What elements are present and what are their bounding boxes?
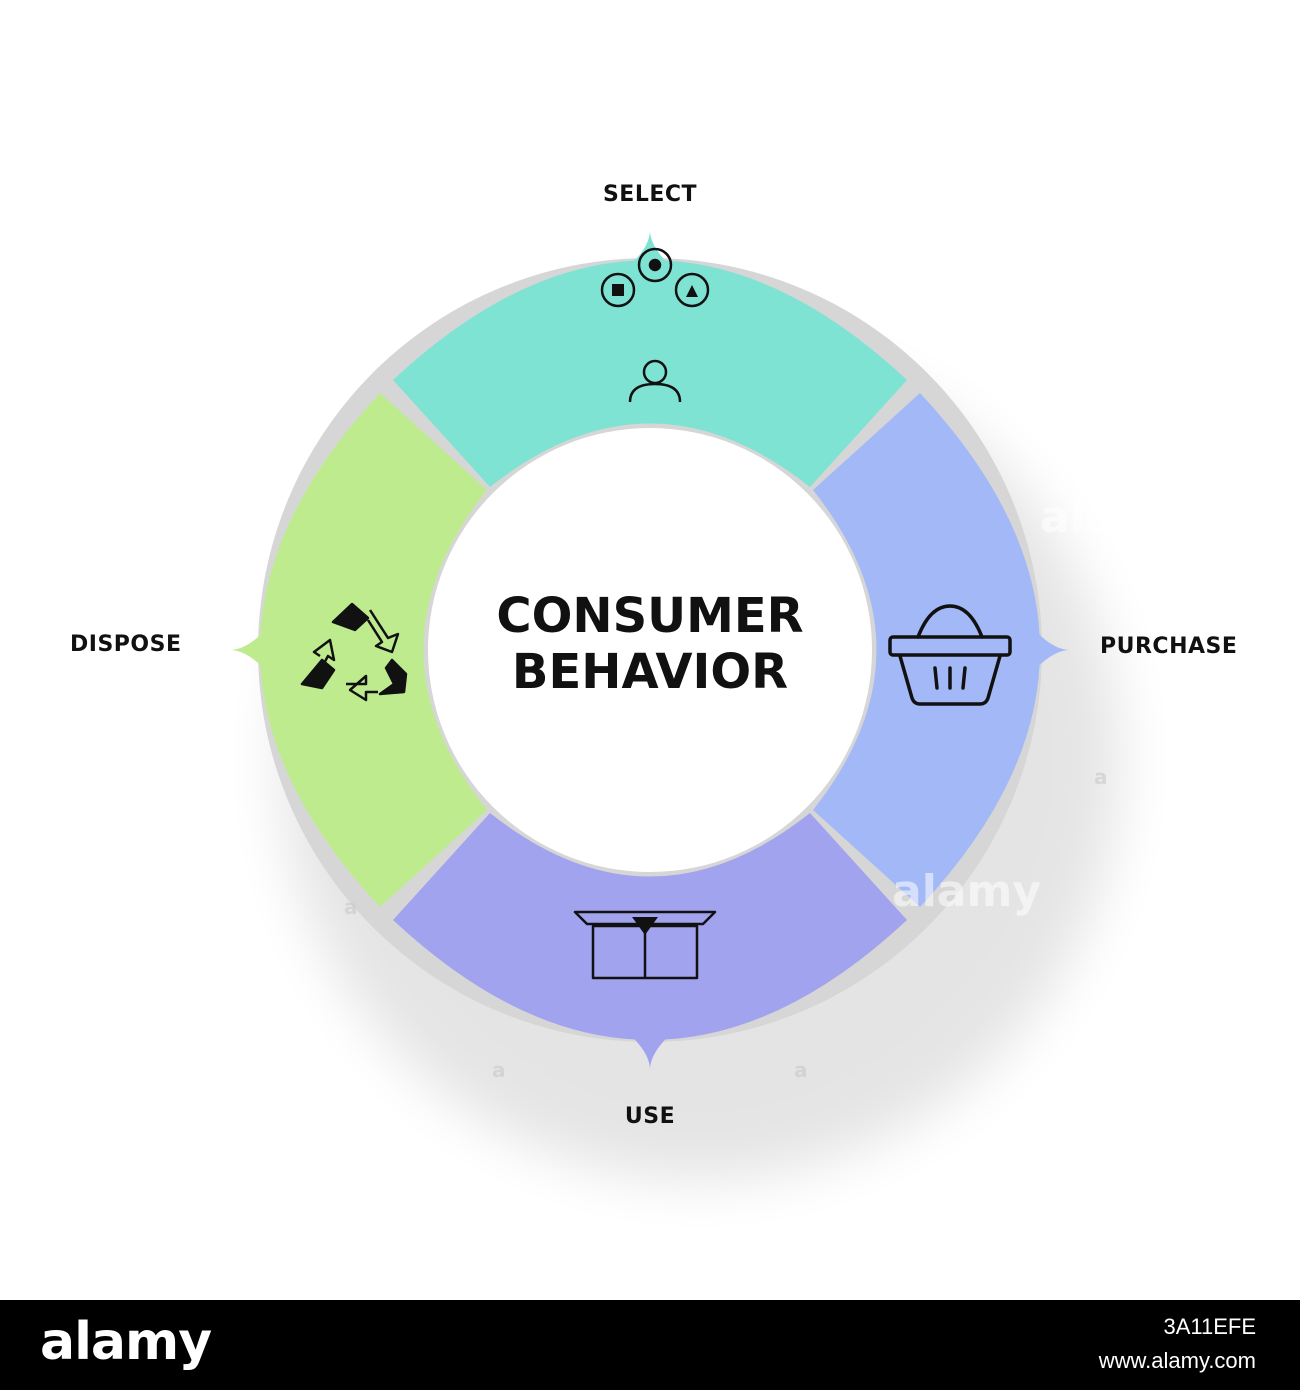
choice-person-icon (600, 247, 710, 403)
center-title: CONSUMER BEHAVIOR (440, 588, 860, 700)
select-segment (393, 230, 907, 487)
footer-url: www.alamy.com (1098, 1348, 1256, 1373)
footer-bar: alamy 3A11EFE www.alamy.com (0, 1300, 1300, 1390)
footer-image-id: 3A11EFE (1163, 1314, 1256, 1339)
footer-logo: alamy (40, 1312, 212, 1372)
consumer-behavior-cycle-diagram (230, 230, 1120, 1180)
dispose-segment (230, 393, 487, 907)
purchase-segment (813, 393, 1070, 907)
center-title-line2: BEHAVIOR (511, 644, 789, 700)
stage-label-use: USE (624, 1104, 676, 1129)
stage-label-purchase: PURCHASE (1100, 634, 1238, 659)
recycle-icon (300, 602, 408, 702)
center-circle (428, 428, 872, 872)
open-box-icon (573, 910, 717, 980)
stage-label-dispose: DISPOSE (70, 632, 182, 657)
stage-label-select: SELECT (602, 182, 698, 207)
shopping-basket-icon (888, 604, 1012, 706)
center-title-line1: CONSUMER (496, 588, 804, 644)
